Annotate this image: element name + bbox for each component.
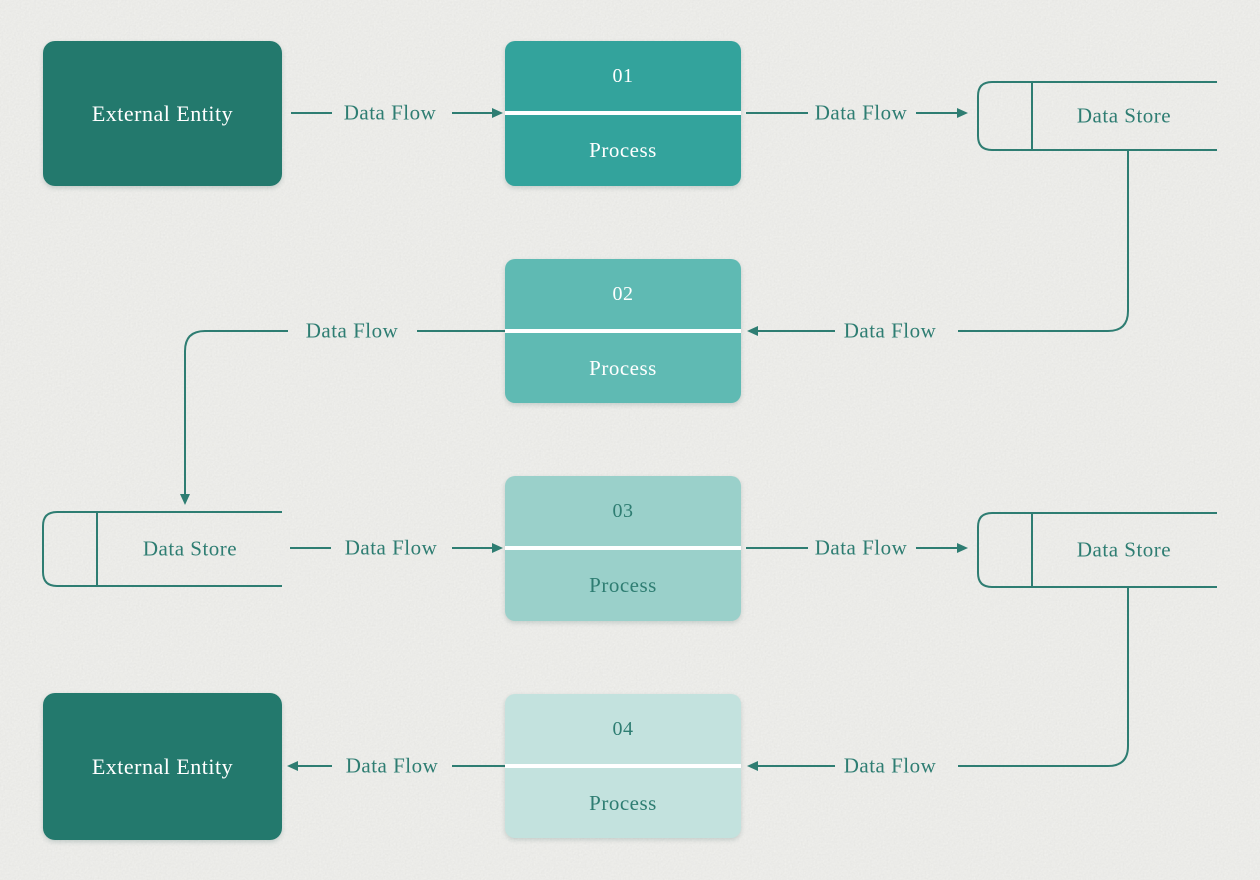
flow-label-6: Data Flow (814, 535, 908, 560)
data-store-label-top-right[interactable]: Data Store (1076, 103, 1172, 128)
process-node-01[interactable]: 01 Process (505, 41, 741, 186)
flow-label-8: Data Flow (345, 753, 439, 778)
flow-label-3: Data Flow (843, 318, 937, 343)
connector-ds1-to-process02 (747, 150, 1129, 336)
process-node-04[interactable]: 04 Process (505, 694, 741, 838)
process-node-02[interactable]: 02 Process (505, 259, 741, 403)
process-divider (505, 111, 741, 115)
process-divider (505, 329, 741, 333)
flow-label-2: Data Flow (814, 100, 908, 125)
process-label: Process (589, 573, 657, 597)
process-label: Process (589, 790, 657, 815)
flow-label-4: Data Flow (305, 318, 399, 343)
connector-ds3-to-process04 (747, 587, 1129, 771)
flow-label-1: Data Flow (343, 100, 437, 125)
process-label: Process (589, 355, 657, 380)
external-entity-label: External Entity (91, 100, 234, 126)
process-label: Process (589, 138, 657, 162)
process-number: 03 (612, 499, 634, 522)
process-number: 01 (612, 64, 634, 87)
flow-label-5: Data Flow (344, 535, 438, 560)
process-number: 02 (612, 282, 634, 305)
process-number: 04 (612, 717, 634, 740)
process-divider (505, 546, 741, 550)
data-store-label-middle-left[interactable]: Data Store (142, 536, 238, 561)
external-entity-node-bottom-left[interactable]: External Entity (43, 693, 282, 840)
connector-process02-to-ds2 (180, 330, 505, 505)
external-entity-label: External Entity (91, 753, 234, 779)
data-store-label-bottom-right[interactable]: Data Store (1076, 537, 1172, 562)
process-node-03[interactable]: 03 Process (505, 476, 741, 621)
flow-label-7: Data Flow (843, 753, 937, 778)
process-divider (505, 764, 741, 768)
external-entity-node-top-left[interactable]: External Entity (43, 41, 282, 186)
